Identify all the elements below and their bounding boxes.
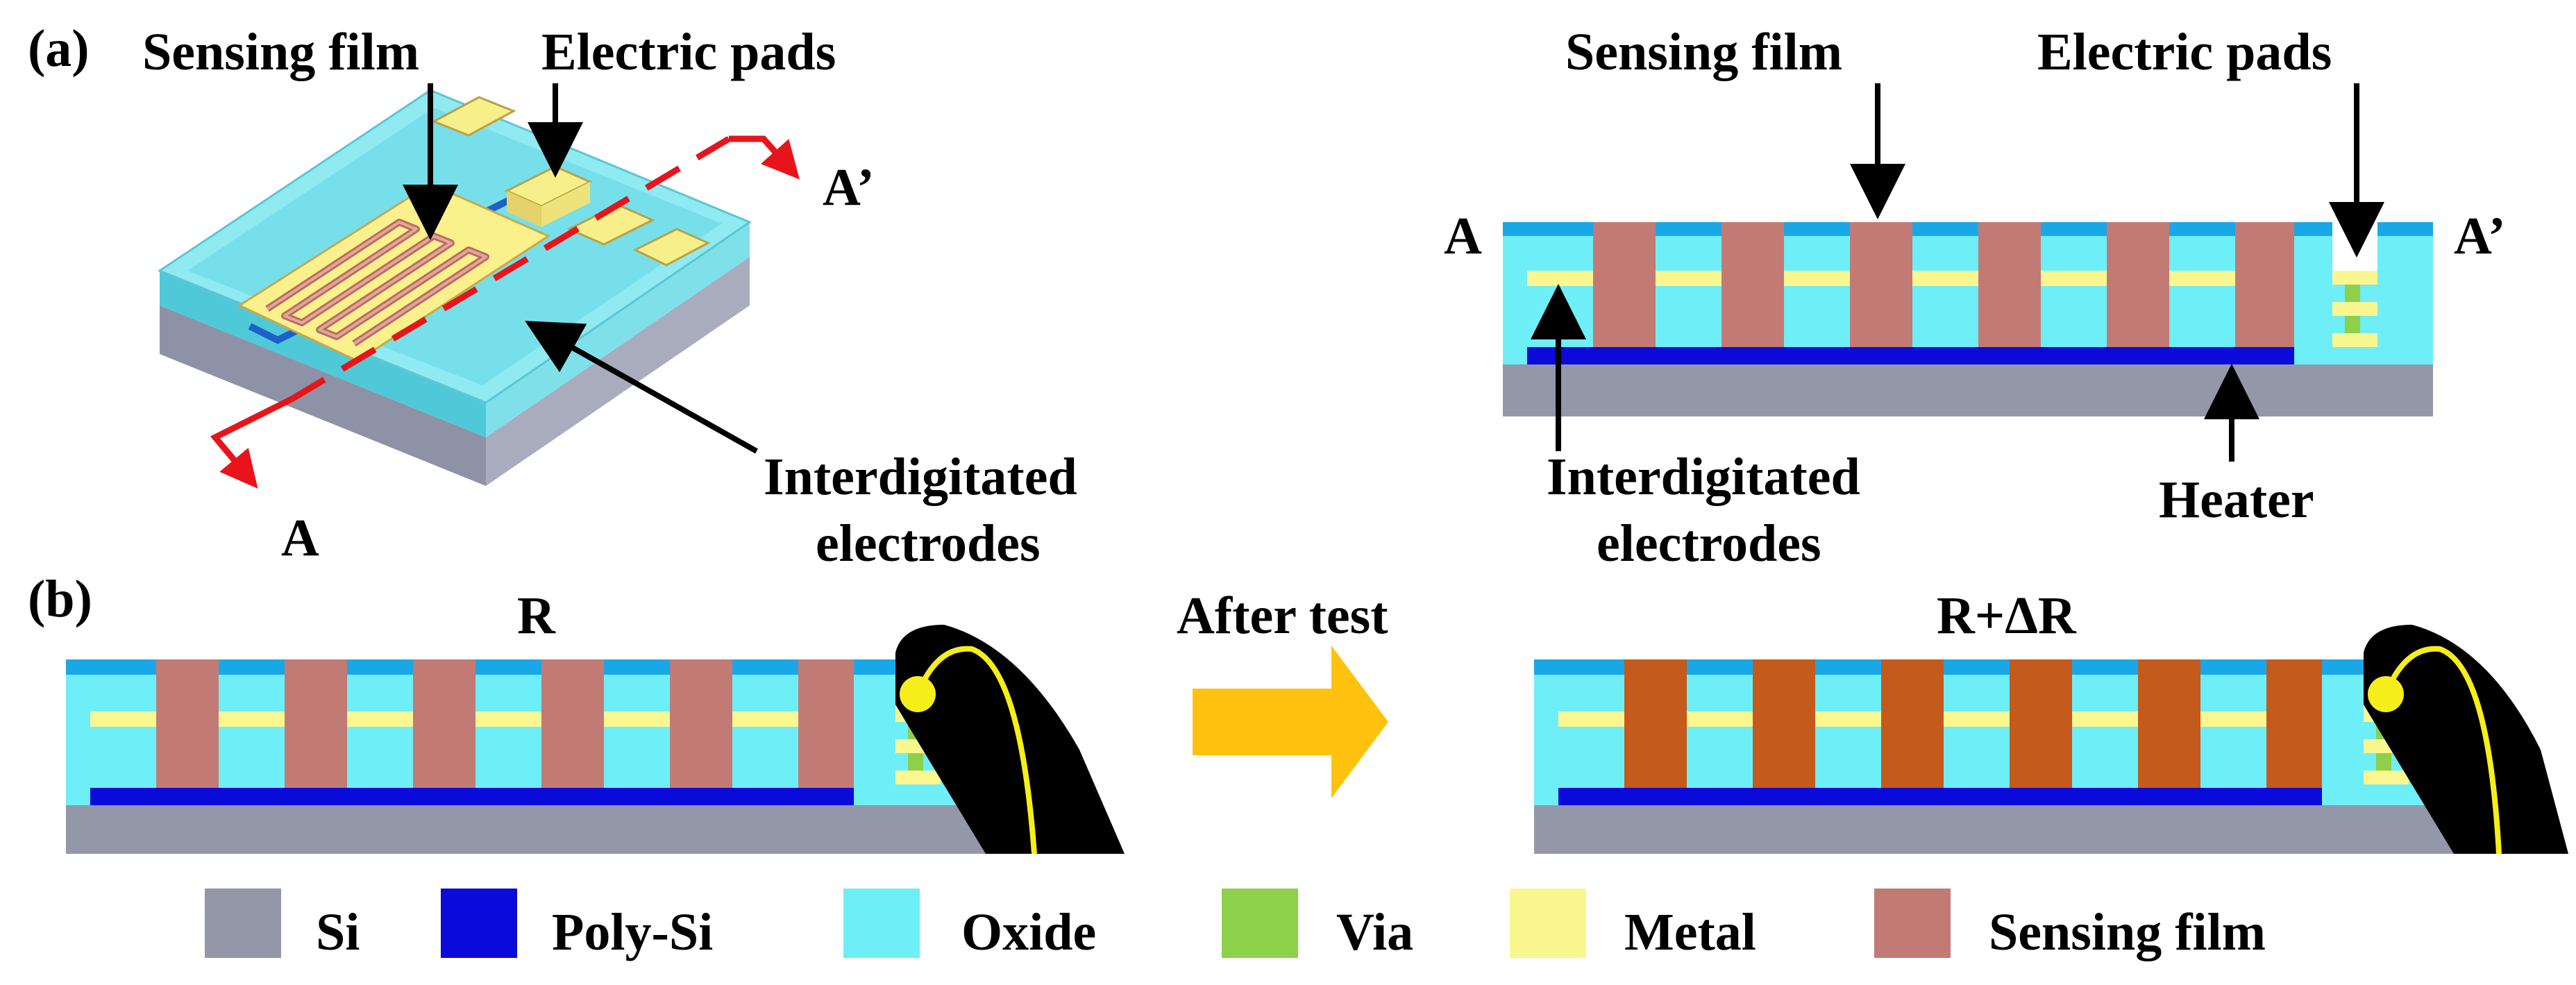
- legend-swatch-si: [205, 889, 281, 958]
- legend-swatch-metal: [1510, 889, 1586, 958]
- xsec-a-metal-strips: [1527, 271, 2235, 286]
- after-test-arrow: [1193, 646, 1388, 798]
- label-electric-pads-3d: Electric pads: [541, 23, 836, 81]
- label-interdigitated-xsec: Interdigitated: [1547, 448, 1860, 506]
- label-electrodes-xsec: electrodes: [1597, 514, 1821, 573]
- label-after-resistance: R+ΔR: [1937, 587, 2077, 645]
- label-interdigitated-3d: Interdigitated: [764, 448, 1077, 506]
- chip-si-left-side: [160, 305, 486, 486]
- label-section-end-3d: A’: [823, 158, 875, 217]
- before-metal-strips: [90, 712, 798, 727]
- after-probe: [2364, 625, 2568, 854]
- chip-3d-view: [157, 89, 800, 489]
- after-metal-strips: [1558, 712, 2266, 727]
- legend-swatch-via: [1222, 889, 1298, 958]
- legend-swatch-poly-si: [441, 889, 517, 958]
- before-sensing-film: [156, 659, 854, 788]
- legend-swatch-oxide: [843, 889, 920, 958]
- cross-section-a: [1503, 222, 2433, 416]
- chip-pad-1: [431, 96, 516, 137]
- xsec-a-si: [1503, 364, 2433, 416]
- xsec-a-pad-stack: [2332, 271, 2377, 347]
- section-line: [289, 136, 731, 402]
- xsec-a-sensing-film: [1593, 222, 2294, 347]
- section-end-arrow: [729, 135, 800, 180]
- after-sensing-film: [1624, 659, 2322, 788]
- label-electric-pads-xsec: Electric pads: [2037, 23, 2332, 81]
- panel-label-b: (b): [28, 570, 92, 628]
- legend-label-via: Via: [1336, 903, 1413, 961]
- legend-swatch-sensing-film: [1874, 889, 1951, 958]
- arrow-interdigitated-3d: [525, 321, 758, 454]
- section-start-arrow: [210, 396, 294, 489]
- label-section-end-xsec: A’: [2454, 207, 2506, 265]
- legend-label-poly-si: Poly-Si: [552, 903, 713, 961]
- legend-label-si: Si: [316, 903, 360, 961]
- label-before-resistance: R: [517, 587, 556, 645]
- panel-label-a: (a): [28, 19, 90, 78]
- label-after-test: After test: [1177, 587, 1388, 645]
- chip-pad-3: [632, 228, 711, 267]
- xsec-a-heater: [1527, 347, 2294, 364]
- before-probe: [895, 625, 1125, 854]
- label-section-start-xsec: A: [1444, 207, 1482, 265]
- cross-section-before: [66, 625, 1125, 854]
- label-sensing-film-xsec: Sensing film: [1565, 23, 1842, 81]
- legend-label-oxide: Oxide: [961, 903, 1096, 961]
- legend: Si Poly-Si Oxide Via Metal Sensing film: [205, 889, 2266, 961]
- legend-label-metal: Metal: [1624, 903, 1756, 961]
- legend-label-sensing-film: Sensing film: [1989, 903, 2266, 961]
- label-heater-xsec: Heater: [2159, 471, 2314, 529]
- cross-section-after: [1534, 625, 2568, 854]
- chip-oxide-left-side: [160, 271, 486, 437]
- label-electrodes-3d: electrodes: [816, 514, 1041, 573]
- chip-oxide-front-side: [486, 222, 750, 437]
- label-sensing-film-3d: Sensing film: [142, 23, 419, 81]
- label-section-start-3d: A: [281, 509, 319, 567]
